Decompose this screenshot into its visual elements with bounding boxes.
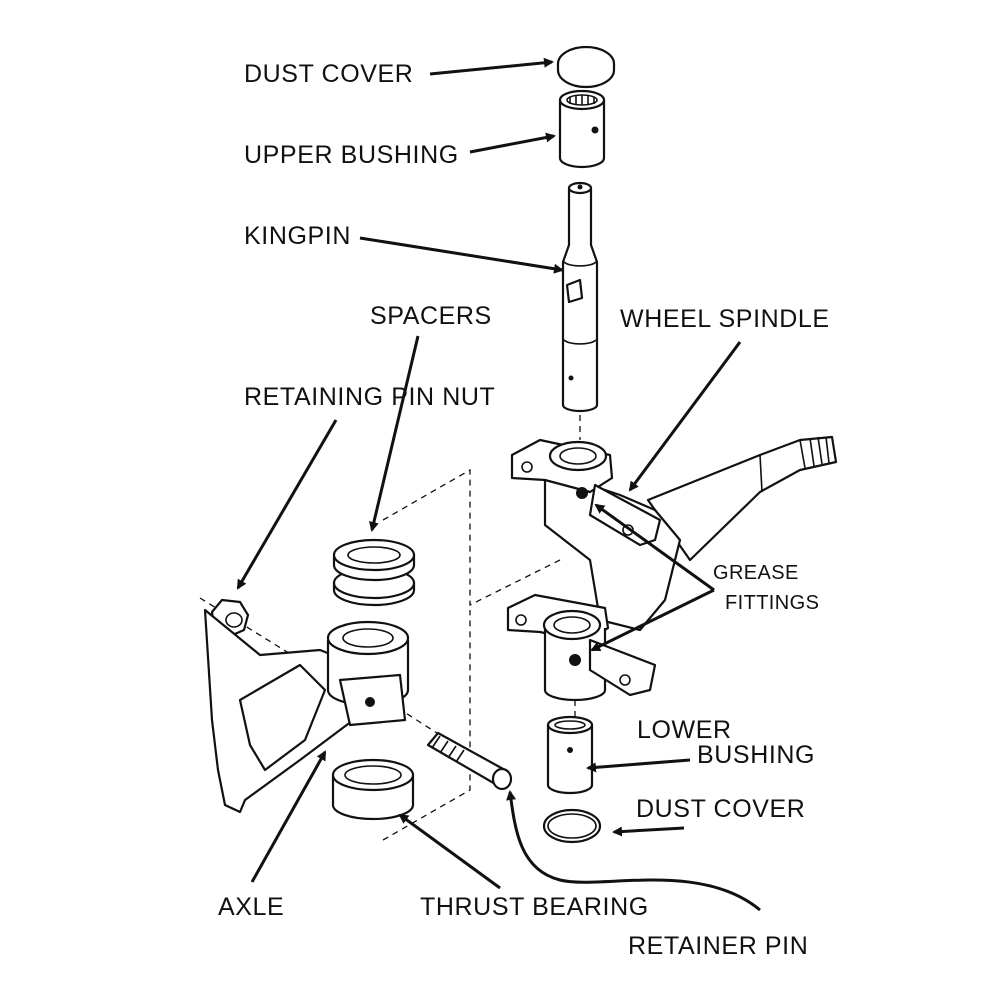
- label-retaining-pin-nut: RETAINING PIN NUT: [244, 383, 496, 411]
- spacers-part: [332, 538, 416, 607]
- leader-spacers: [368, 335, 420, 532]
- label-lower-line2: BUSHING: [697, 741, 816, 769]
- leader-dust-cover-bottom: [612, 826, 685, 837]
- leader-upper-bushing: [469, 132, 556, 154]
- leader-thrust-bearing: [398, 813, 501, 890]
- label-lower-line1: LOWER: [637, 716, 732, 744]
- leader-grease-upper: [594, 503, 715, 592]
- wheel-spindle-part: [506, 435, 838, 702]
- label-axle: AXLE: [218, 893, 285, 921]
- leader-grease-lower: [590, 588, 715, 652]
- label-grease-line1: GREASE: [713, 562, 799, 584]
- label-thrust-bearing: THRUST BEARING: [420, 893, 649, 921]
- label-upper-bushing: UPPER BUSHING: [244, 141, 459, 169]
- leader-axle: [250, 750, 327, 883]
- retainer-pin-part: [426, 731, 513, 791]
- leader-lines: [236, 57, 761, 912]
- leader-retainer-pin: [506, 790, 761, 912]
- upper-bushing-part: [558, 89, 606, 169]
- dust-cover-bottom-part: [542, 808, 602, 844]
- dust-cover-top-part: [556, 45, 616, 89]
- leader-lower-bushing: [586, 758, 691, 773]
- kingpin-part: [561, 181, 599, 413]
- thrust-bearing-part: [331, 758, 415, 821]
- label-grease-line2: FITTINGS: [725, 592, 820, 614]
- axle-part: [203, 608, 410, 814]
- label-wheel-spindle: WHEEL SPINDLE: [620, 305, 830, 333]
- label-dust-cover-bottom: DUST COVER: [636, 795, 806, 823]
- leader-kingpin: [359, 236, 564, 274]
- leader-wheel-spindle: [628, 341, 742, 492]
- label-dust-cover-top: DUST COVER: [244, 60, 414, 88]
- label-kingpin: KINGPIN: [244, 222, 351, 250]
- leader-dust-cover-top: [429, 57, 554, 76]
- label-spacers: SPACERS: [370, 302, 492, 330]
- leader-retaining-pin-nut: [236, 419, 338, 590]
- lower-bushing-part: [546, 715, 594, 795]
- label-retainer-pin: RETAINER PIN: [628, 932, 809, 960]
